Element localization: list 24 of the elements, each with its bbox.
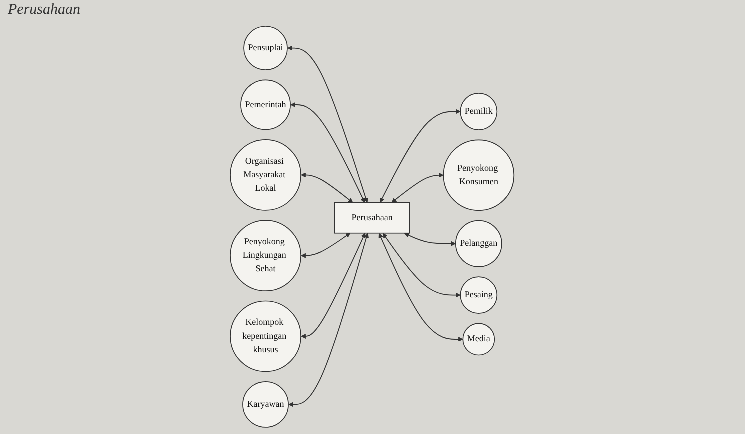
node-circle: Penyokong Konsumen	[443, 140, 515, 212]
node-circle: Penyokong Lingkungan Sehat	[230, 220, 302, 292]
arrow	[301, 233, 351, 258]
node-circle: Pelanggan	[456, 220, 503, 268]
node-circle: Pemilik	[460, 93, 498, 130]
node-circle: Pensuplai	[244, 26, 288, 70]
node-circle: Media	[462, 323, 496, 356]
arrow	[288, 233, 370, 408]
arrow	[404, 233, 456, 246]
arrow	[301, 233, 366, 339]
node-box: Perusahaan	[334, 202, 410, 234]
arrow	[392, 172, 444, 203]
node-circle: Karyawan	[242, 382, 290, 428]
arrow	[378, 233, 464, 342]
arrow	[383, 233, 462, 298]
arrow	[380, 109, 462, 203]
node-circle: Kelompok kepentingan khusus	[230, 300, 302, 372]
node-circle: Organisasi Masyarakat Lokal	[230, 140, 302, 211]
arrow	[301, 172, 354, 204]
arrow	[288, 46, 369, 204]
node-circle: Pemerintah	[240, 80, 292, 130]
node-circle: Pesaing	[460, 276, 498, 314]
arrow	[290, 102, 366, 204]
diagram-title: Perusahaan	[8, 2, 80, 19]
